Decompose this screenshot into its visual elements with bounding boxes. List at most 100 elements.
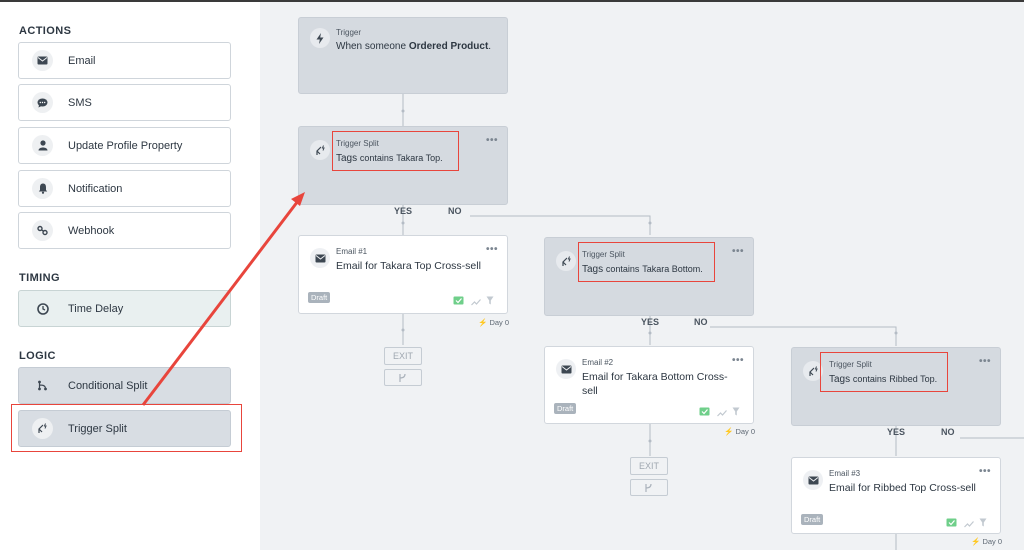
sidebar-item-notification[interactable]: Notification [18, 170, 231, 207]
trigger-event: Ordered Product [408, 41, 489, 52]
sidebar-item-label: Email [68, 54, 96, 67]
branch-no-label: NO [448, 206, 462, 216]
email-label: Email #2 [582, 358, 614, 367]
trigger-split-node-2[interactable]: Trigger Split Tags contains Takara Botto… [544, 237, 754, 316]
envelope-icon [32, 50, 53, 71]
trigger-split-node-3[interactable]: Trigger Split Tags contains Ribbed Top. … [791, 347, 1001, 426]
email-node-1[interactable]: Email #1 Email for Takara Top Cross-sell… [298, 235, 508, 314]
trigger-label: Trigger [336, 28, 362, 37]
bell-icon [32, 178, 53, 199]
more-menu-button[interactable]: ••• [486, 244, 499, 255]
trend-icon [717, 404, 727, 422]
condition-field: Tags [582, 264, 604, 275]
split-label: Trigger Split [829, 360, 872, 369]
webhook-icon [32, 220, 53, 241]
timing-section-title: TIMING [19, 272, 60, 284]
sidebar-item-webhook[interactable]: Webhook [18, 212, 231, 249]
envelope-icon [310, 248, 330, 268]
branch-yes-label: YES [887, 427, 906, 437]
trigger-node[interactable]: Trigger When someone Ordered Product. [298, 17, 508, 94]
sidebar-item-time-delay[interactable]: Time Delay [18, 290, 231, 327]
email-title: Email for Takara Top Cross-sell [336, 260, 481, 272]
draft-badge: Draft [308, 292, 331, 303]
sidebar-item-label: Trigger Split [68, 422, 127, 435]
filter-icon [732, 403, 740, 421]
add-branch-button[interactable] [630, 479, 668, 496]
sidebar: ACTIONS Email SMS Update Profile Propert… [0, 2, 260, 550]
branch-yes-label: YES [641, 317, 660, 327]
actions-section-title: ACTIONS [19, 25, 72, 37]
split-label: Trigger Split [582, 250, 625, 259]
delay-day-label: ⚡ Day 0 [478, 318, 510, 327]
sidebar-item-conditional-split[interactable]: Conditional Split [18, 367, 231, 404]
envelope-icon [556, 359, 576, 379]
condition-value: Takara Top. [396, 153, 443, 163]
draft-badge: Draft [554, 403, 577, 414]
email-node-2[interactable]: Email #2 Email for Takara Bottom Cross- … [544, 346, 754, 424]
sidebar-item-trigger-split[interactable]: Trigger Split [18, 410, 231, 447]
draft-badge: Draft [801, 514, 824, 525]
email-status-icon [453, 292, 464, 310]
sidebar-item-update-profile-property[interactable]: Update Profile Property [18, 127, 231, 164]
sidebar-item-label: Update Profile Property [68, 139, 183, 152]
split-label: Trigger Split [336, 139, 379, 148]
chat-bubble-icon [32, 92, 53, 113]
condition-op: contains [605, 264, 640, 274]
filter-icon [486, 292, 494, 310]
email-label: Email #3 [829, 469, 861, 478]
branch-icon [399, 373, 406, 382]
email-title: Email for Ribbed Top Cross-sell [829, 482, 976, 494]
condition-value: Ribbed Top. [889, 374, 938, 384]
condition-field: Tags [336, 153, 358, 164]
branch-no-label: NO [941, 427, 955, 437]
trend-icon [964, 515, 974, 533]
envelope-icon [803, 470, 823, 490]
lightning-icon [310, 28, 330, 48]
add-branch-button[interactable] [384, 369, 422, 386]
flow-connectors [401, 94, 1024, 550]
exit-node[interactable]: EXIT [384, 347, 422, 365]
trend-icon [471, 293, 481, 311]
split-condition: Tags contains Takara Top. [336, 152, 443, 165]
trigger-split-icon [556, 251, 576, 271]
more-menu-button[interactable]: ••• [979, 356, 992, 367]
annotation-highlight-box [820, 352, 948, 392]
email-title-line-1: Email for Takara Bottom Cross- [582, 371, 728, 383]
split-condition: Tags contains Takara Bottom. [582, 263, 703, 276]
conditional-split-icon [32, 375, 53, 396]
more-menu-button[interactable]: ••• [486, 135, 499, 146]
email-status-icon [699, 403, 710, 421]
more-menu-button[interactable]: ••• [732, 246, 745, 257]
flow-canvas[interactable]: Trigger When someone Ordered Product. Tr… [260, 2, 1024, 550]
delay-day-text: Day 0 [489, 318, 510, 327]
sidebar-item-sms[interactable]: SMS [18, 84, 231, 121]
clock-icon [32, 298, 53, 319]
annotation-highlight-box [11, 404, 242, 452]
annotation-arrow-line [141, 196, 303, 406]
branch-no-label: NO [694, 317, 708, 327]
delay-day-text: Day 0 [982, 537, 1003, 546]
sidebar-item-email[interactable]: Email [18, 42, 231, 79]
condition-field: Tags [829, 374, 851, 385]
annotation-highlight-box [578, 242, 715, 282]
logic-section-title: LOGIC [19, 350, 56, 362]
sidebar-item-label: Notification [68, 182, 123, 195]
more-menu-button[interactable]: ••• [732, 355, 745, 366]
sidebar-item-label: SMS [68, 96, 92, 109]
trigger-split-icon [32, 418, 53, 439]
sidebar-item-label: Conditional Split [68, 379, 148, 392]
trigger-split-icon [803, 361, 823, 381]
more-menu-button[interactable]: ••• [979, 466, 992, 477]
trigger-split-node-1[interactable]: Trigger Split Tags contains Takara Top. … [298, 126, 508, 205]
user-icon [32, 135, 53, 156]
delay-day-text: Day 0 [735, 427, 756, 436]
trigger-prefix: When someone [336, 41, 407, 52]
delay-day-label: ⚡ Day 0 [971, 537, 1003, 546]
exit-node[interactable]: EXIT [630, 457, 668, 475]
trigger-suffix: . [488, 41, 492, 52]
condition-value: Takara Bottom. [642, 264, 703, 274]
email-node-3[interactable]: Email #3 Email for Ribbed Top Cross-sell… [791, 457, 1001, 534]
branch-icon [645, 483, 652, 492]
window-top-edge [0, 0, 1024, 2]
